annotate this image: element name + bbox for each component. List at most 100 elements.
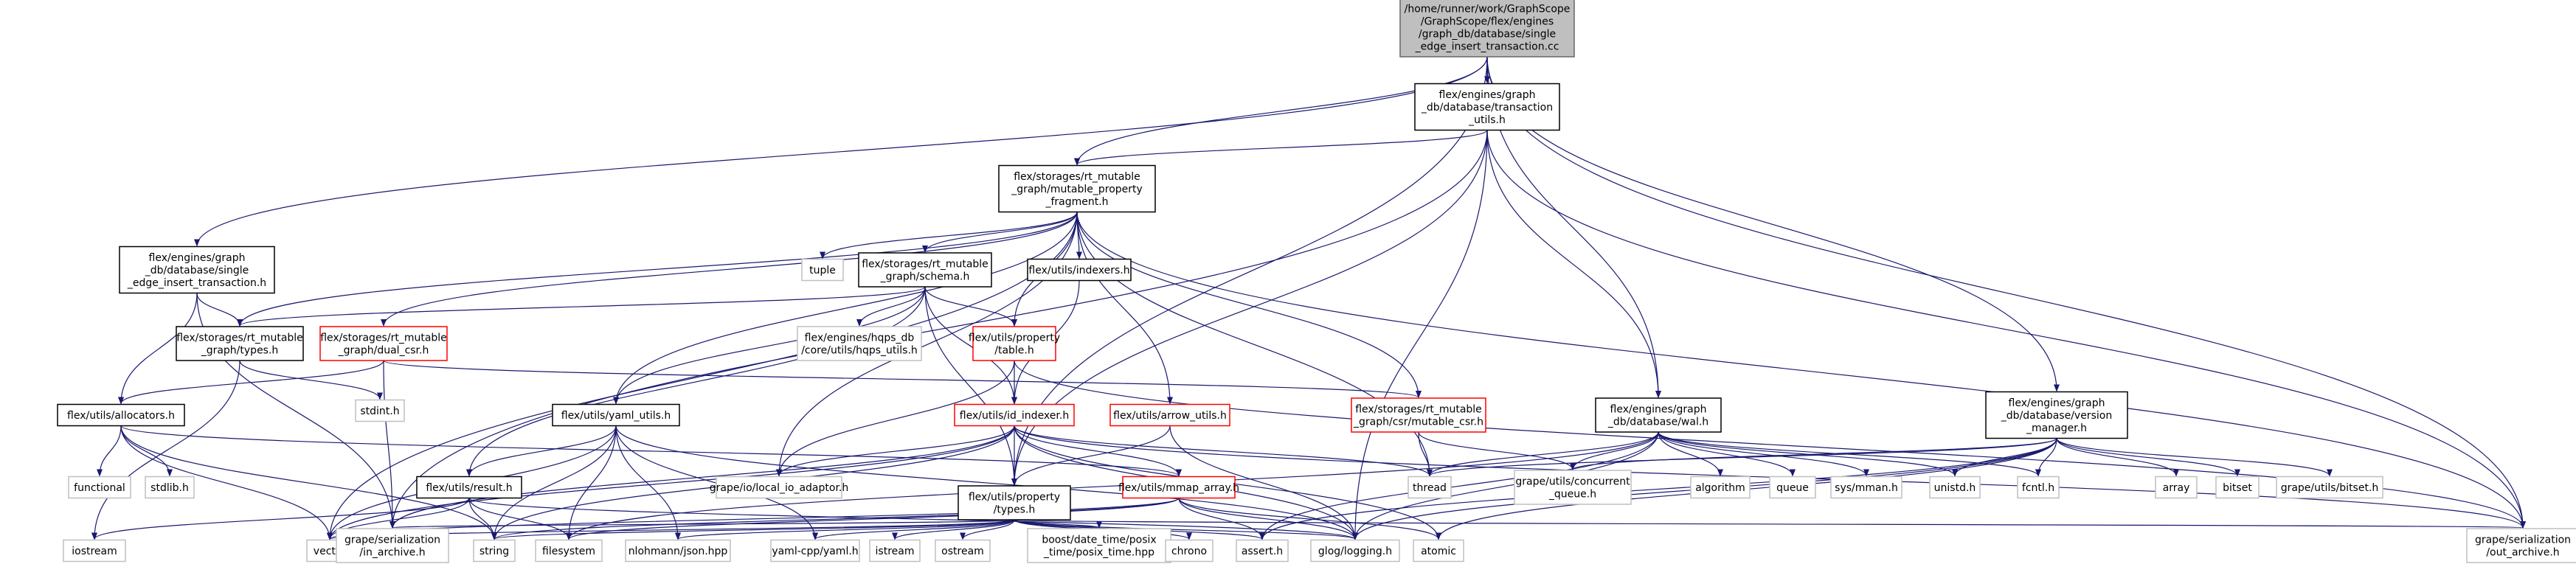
node-arrow-utils[interactable]: flex/utils/arrow_utils.h bbox=[1109, 403, 1230, 427]
node-box[interactable] bbox=[1027, 258, 1132, 282]
node-concurrent-queue[interactable]: grape/utils/concurrent_queue.h bbox=[1514, 470, 1632, 505]
node-assert[interactable]: assert.h bbox=[1236, 539, 1289, 563]
node-box[interactable] bbox=[972, 326, 1056, 361]
node-fcntl[interactable]: fcntl.h bbox=[2017, 476, 2060, 499]
node-box[interactable] bbox=[2466, 528, 2576, 563]
node-tuple[interactable]: tuple bbox=[801, 258, 844, 282]
node-algorithm[interactable]: algorithm bbox=[1690, 476, 1751, 499]
node-box[interactable] bbox=[416, 476, 522, 499]
node-property-table[interactable]: flex/utils/property/table.h bbox=[969, 326, 1060, 361]
node-chrono[interactable]: chrono bbox=[1165, 539, 1213, 563]
node-box[interactable] bbox=[2155, 476, 2198, 499]
node-grape-bitset[interactable]: grape/utils/bitset.h bbox=[2276, 476, 2383, 499]
node-string[interactable]: string bbox=[473, 539, 516, 563]
node-box[interactable] bbox=[176, 326, 304, 361]
node-box[interactable] bbox=[473, 539, 516, 563]
node-box[interactable] bbox=[1310, 539, 1400, 563]
node-glog[interactable]: glog/logging.h bbox=[1310, 539, 1400, 563]
node-box[interactable] bbox=[535, 539, 603, 563]
node-local-io-adaptor[interactable]: grape/io/local_io_adaptor.h bbox=[710, 476, 848, 499]
node-box[interactable] bbox=[1351, 397, 1486, 433]
node-box[interactable] bbox=[1985, 391, 2128, 439]
node-mmap-array[interactable]: flex/utils/mmap_array.h bbox=[1118, 476, 1239, 499]
node-box[interactable] bbox=[954, 403, 1075, 427]
node-stdlib[interactable]: stdlib.h bbox=[145, 476, 195, 499]
node-sys-mman[interactable]: sys/mman.h bbox=[1830, 476, 1902, 499]
node-box[interactable] bbox=[1413, 539, 1464, 563]
node-thread[interactable]: thread bbox=[1408, 476, 1452, 499]
node-array[interactable]: array bbox=[2155, 476, 2198, 499]
node-box[interactable] bbox=[1399, 0, 1575, 58]
node-wal[interactable]: flex/engines/graph_db/database/wal.h bbox=[1595, 397, 1722, 433]
node-box[interactable] bbox=[869, 539, 921, 563]
node-box[interactable] bbox=[1165, 539, 1213, 563]
node-box[interactable] bbox=[1408, 476, 1452, 499]
node-single-edge-insert-transaction[interactable]: flex/engines/graph_db/database/single_ed… bbox=[119, 246, 275, 294]
node-box[interactable] bbox=[145, 476, 195, 499]
node-box[interactable] bbox=[2215, 476, 2260, 499]
node-box[interactable] bbox=[2276, 476, 2383, 499]
node-box[interactable] bbox=[1595, 397, 1722, 433]
node-box[interactable] bbox=[1414, 83, 1560, 131]
node-root[interactable]: /home/runner/work/GraphScope/GraphScope/… bbox=[1399, 0, 1575, 58]
node-box[interactable] bbox=[998, 164, 1156, 213]
node-transaction-utils[interactable]: flex/engines/graph_db/database/transacti… bbox=[1414, 83, 1560, 131]
node-yaml-utils[interactable]: flex/utils/yaml_utils.h bbox=[552, 403, 680, 427]
node-out-archive[interactable]: grape/serialization/out_archive.h bbox=[2466, 528, 2576, 563]
node-box[interactable] bbox=[770, 539, 860, 563]
node-box[interactable] bbox=[935, 539, 991, 563]
node-box[interactable] bbox=[625, 539, 731, 563]
node-label-line: queue bbox=[1776, 482, 1809, 494]
node-bitset[interactable]: bitset bbox=[2215, 476, 2260, 499]
node-ostream[interactable]: ostream bbox=[935, 539, 991, 563]
node-in-archive[interactable]: grape/serialization/in_archive.h bbox=[336, 528, 449, 563]
node-result[interactable]: flex/utils/result.h bbox=[416, 476, 522, 499]
node-box[interactable] bbox=[1109, 403, 1230, 427]
node-box[interactable] bbox=[1514, 470, 1632, 505]
node-stdint[interactable]: stdint.h bbox=[355, 399, 405, 422]
node-box[interactable] bbox=[2017, 476, 2060, 499]
node-rt-types[interactable]: flex/storages/rt_mutable_graph/types.h bbox=[176, 326, 304, 361]
node-indexers[interactable]: flex/utils/indexers.h bbox=[1027, 258, 1132, 282]
node-box[interactable] bbox=[858, 252, 992, 288]
node-allocators[interactable]: flex/utils/allocators.h bbox=[57, 403, 185, 427]
node-box[interactable] bbox=[68, 476, 131, 499]
node-box[interactable] bbox=[1236, 539, 1289, 563]
node-hqps-utils[interactable]: flex/engines/hqps_db/core/utils/hqps_uti… bbox=[797, 326, 922, 361]
node-mutable-property-fragment[interactable]: flex/storages/rt_mutable_graph/mutable_p… bbox=[998, 164, 1156, 213]
node-box[interactable] bbox=[119, 246, 275, 294]
node-yaml-cpp[interactable]: yaml-cpp/yaml.h bbox=[770, 539, 860, 563]
node-property-types[interactable]: flex/utils/property/types.h bbox=[958, 485, 1071, 521]
node-box[interactable] bbox=[801, 258, 844, 282]
node-mutable-csr[interactable]: flex/storages/rt_mutable_graph/csr/mutab… bbox=[1351, 397, 1486, 433]
node-box[interactable] bbox=[57, 403, 185, 427]
node-queue[interactable]: queue bbox=[1769, 476, 1816, 499]
node-box[interactable] bbox=[1929, 476, 1981, 499]
node-box[interactable] bbox=[1690, 476, 1751, 499]
edge-property-types-to-nlohmann-json bbox=[675, 519, 1015, 540]
node-box[interactable] bbox=[716, 476, 842, 499]
node-atomic[interactable]: atomic bbox=[1413, 539, 1464, 563]
node-box[interactable] bbox=[1122, 476, 1236, 499]
node-box[interactable] bbox=[958, 485, 1071, 521]
node-istream[interactable]: istream bbox=[869, 539, 921, 563]
node-box[interactable] bbox=[319, 326, 448, 361]
node-functional[interactable]: functional bbox=[68, 476, 131, 499]
node-id-indexer[interactable]: flex/utils/id_indexer.h bbox=[954, 403, 1075, 427]
node-box[interactable] bbox=[355, 399, 405, 422]
node-box[interactable] bbox=[1830, 476, 1902, 499]
node-posix-time[interactable]: boost/date_time/posix_time/posix_time.hp… bbox=[1027, 528, 1171, 563]
node-nlohmann-json[interactable]: nlohmann/json.hpp bbox=[625, 539, 731, 563]
node-dual-csr[interactable]: flex/storages/rt_mutable_graph/dual_csr.… bbox=[319, 326, 448, 361]
node-box[interactable] bbox=[552, 403, 680, 427]
node-box[interactable] bbox=[1769, 476, 1816, 499]
node-version-manager[interactable]: flex/engines/graph_db/database/version_m… bbox=[1985, 391, 2128, 439]
node-filesystem[interactable]: filesystem bbox=[535, 539, 603, 563]
node-box[interactable] bbox=[1027, 528, 1171, 563]
node-box[interactable] bbox=[797, 326, 922, 361]
node-schema[interactable]: flex/storages/rt_mutable_graph/schema.h bbox=[858, 252, 992, 288]
node-unistd[interactable]: unistd.h bbox=[1929, 476, 1981, 499]
node-box[interactable] bbox=[63, 539, 126, 563]
node-iostream[interactable]: iostream bbox=[63, 539, 126, 563]
node-box[interactable] bbox=[336, 528, 449, 563]
